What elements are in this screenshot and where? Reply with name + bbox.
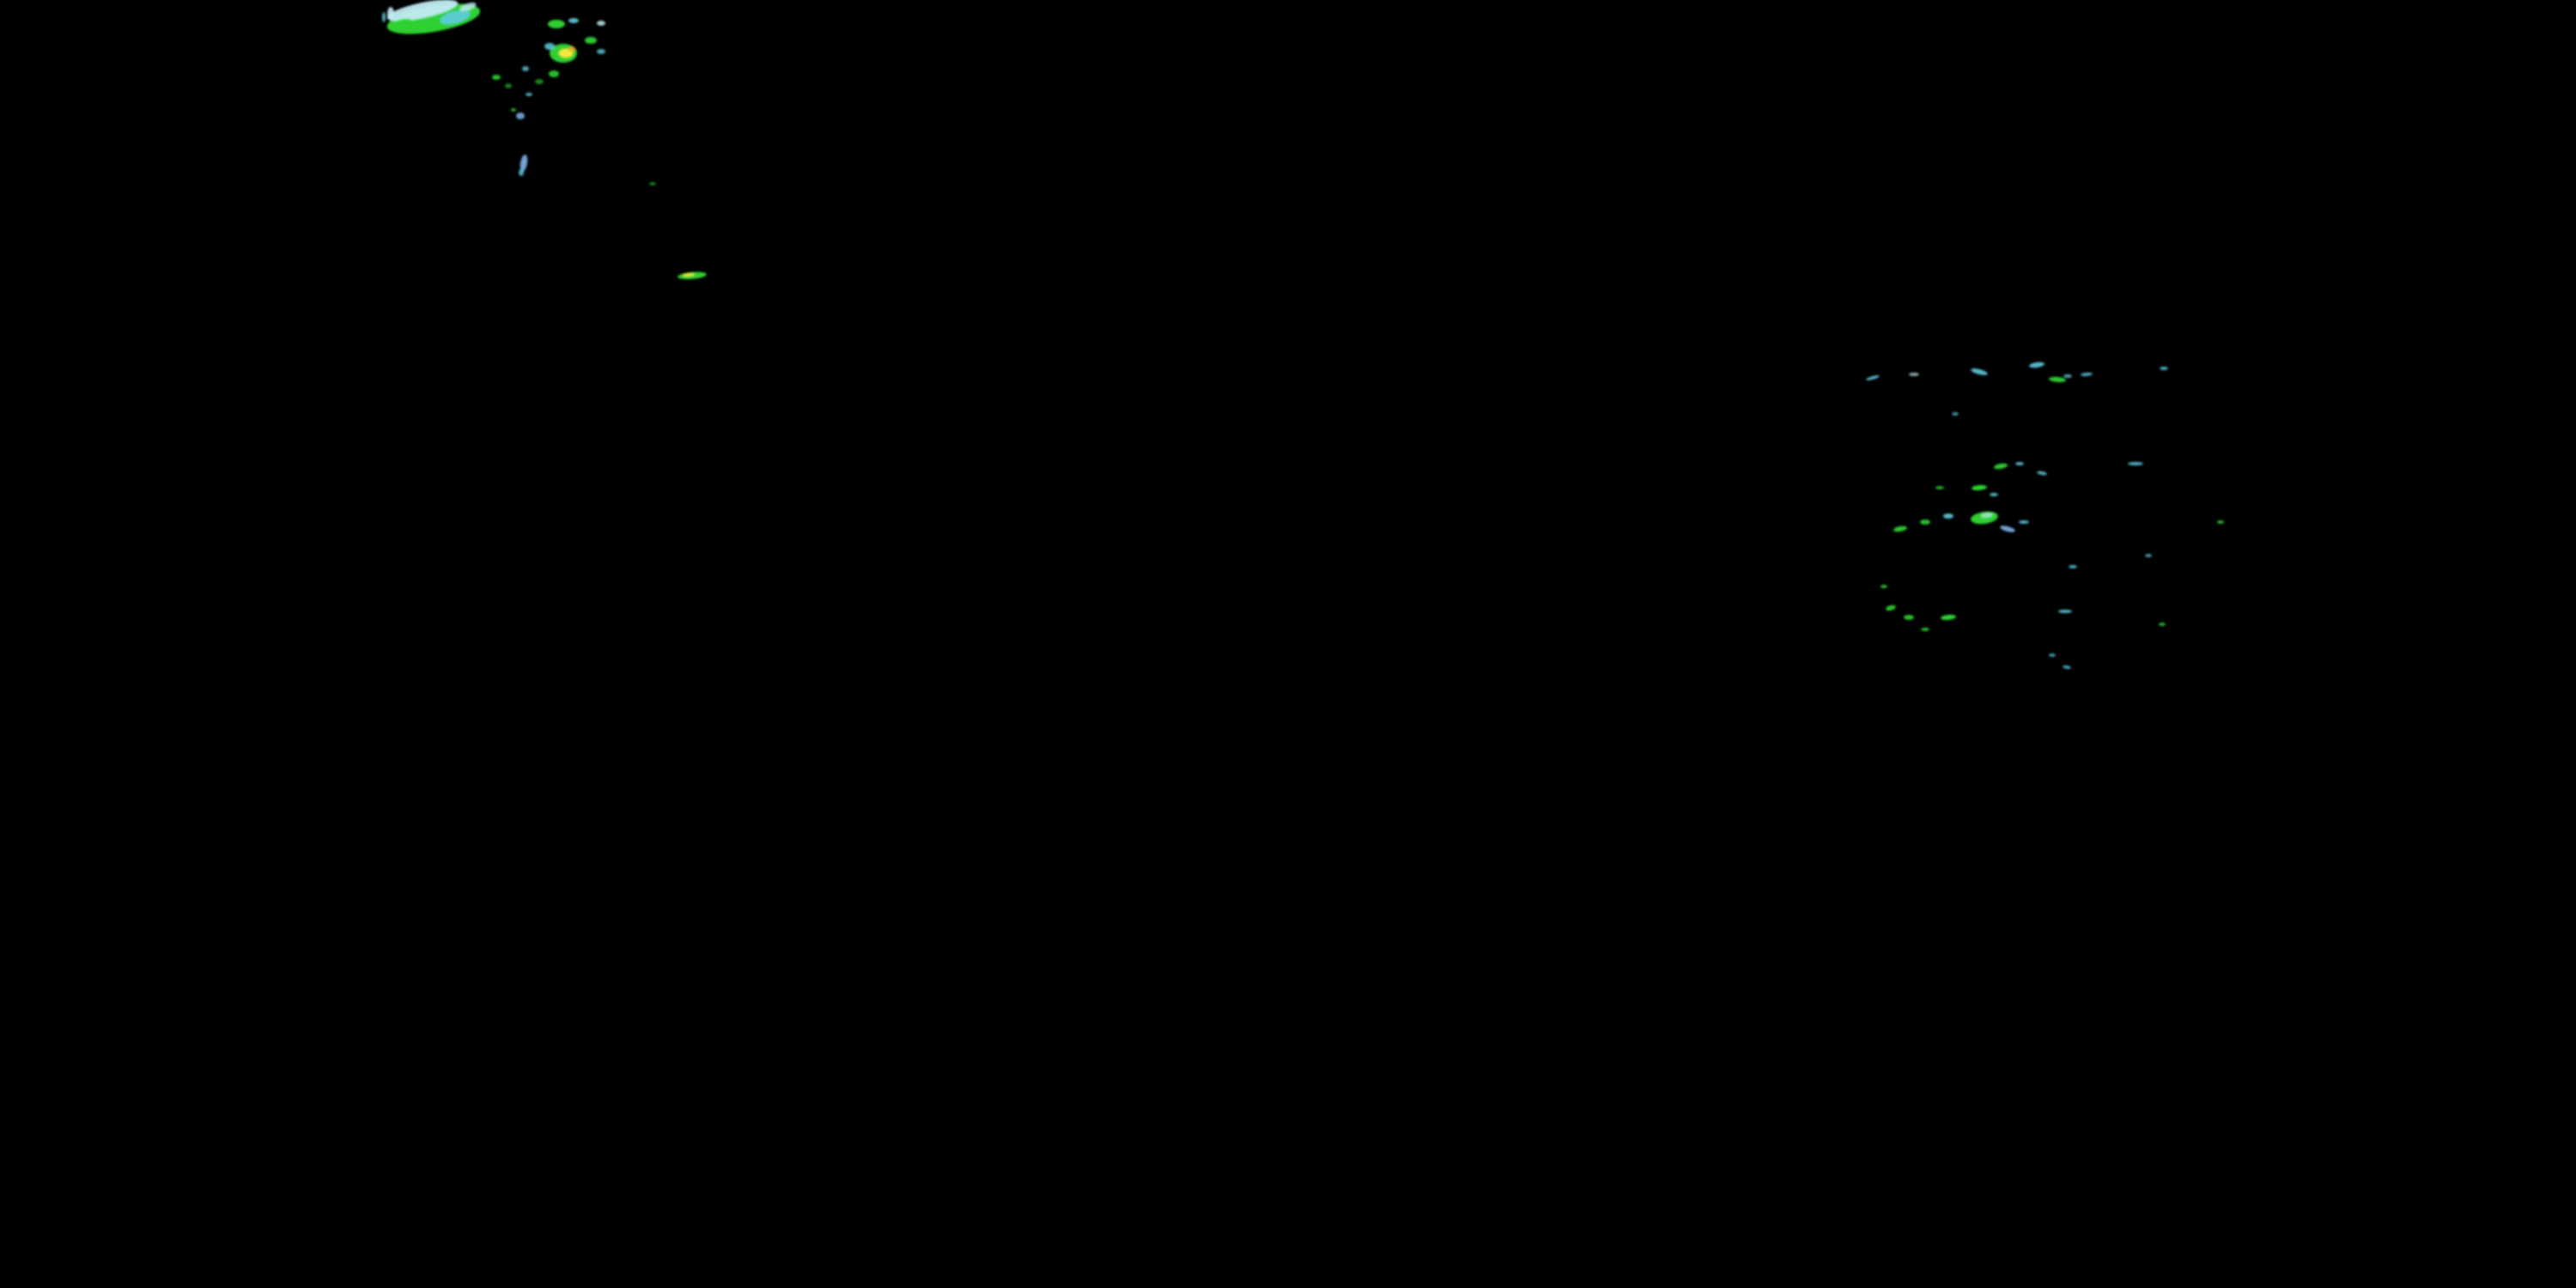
radar-cell xyxy=(2160,367,2168,370)
radar-cell xyxy=(1935,486,1944,489)
radar-cell xyxy=(459,2,477,12)
radar-cell xyxy=(1994,463,2008,470)
radar-cell xyxy=(519,169,524,176)
radar-cell xyxy=(392,18,416,33)
radar-cell xyxy=(1886,605,1896,611)
radar-cell xyxy=(526,93,532,96)
radar-cell xyxy=(2037,471,2047,476)
radar-cell xyxy=(2217,520,2224,524)
radar-cell xyxy=(544,43,555,50)
radar-cell xyxy=(1943,513,1953,519)
radar-cell xyxy=(597,21,605,26)
radar-cell xyxy=(382,12,386,22)
radar-cell xyxy=(2015,462,2024,465)
radar-cell xyxy=(2063,374,2072,378)
radar-cell xyxy=(492,75,501,80)
radar-cell xyxy=(1893,526,1907,532)
radar-cell xyxy=(1990,493,1998,496)
radar-cell xyxy=(1920,519,1930,525)
radar-cell xyxy=(1952,412,1959,416)
radar-cell xyxy=(1909,373,1919,376)
radar-cell xyxy=(649,182,656,185)
radar-cell xyxy=(1921,628,1929,631)
radar-cell xyxy=(440,9,471,25)
radar-cell xyxy=(559,49,573,58)
radar-cell xyxy=(2049,653,2056,657)
radar-cell xyxy=(2159,623,2166,626)
radar-cell xyxy=(2058,610,2072,613)
radar-cell xyxy=(1971,368,1988,375)
radar-cell xyxy=(2069,565,2077,568)
radar-cell xyxy=(519,155,528,172)
radar-cell xyxy=(2081,372,2093,377)
radar-cells-layer xyxy=(382,0,2224,670)
radar-cell xyxy=(597,49,605,54)
radar-cell xyxy=(568,46,575,52)
radar-cell xyxy=(387,7,394,21)
radar-cell xyxy=(1971,484,1987,491)
radar-cell xyxy=(511,108,516,112)
radar-cell xyxy=(568,18,579,23)
radar-cell xyxy=(2000,526,2015,532)
radar-cell xyxy=(516,112,525,119)
radar-cell xyxy=(2019,520,2029,524)
radar-cell xyxy=(549,70,559,77)
radar-cell xyxy=(505,83,512,88)
radar-cell xyxy=(1880,585,1887,588)
radar-cell xyxy=(386,0,459,21)
radar-cell xyxy=(1981,512,1993,519)
radar-cell xyxy=(2128,462,2143,465)
radar-cell xyxy=(585,37,597,44)
radar-cell xyxy=(2049,376,2066,383)
radar-cell xyxy=(548,20,565,28)
radar-cell xyxy=(1866,375,1880,380)
radar-cell xyxy=(1904,615,1914,620)
radar-cell xyxy=(2063,665,2071,670)
radar-cell xyxy=(2029,361,2044,368)
radar-cell xyxy=(535,79,544,84)
radar-cell xyxy=(522,66,529,71)
radar-cell xyxy=(683,272,695,277)
radar-cell xyxy=(2145,554,2152,557)
radar-cell xyxy=(1941,614,1956,621)
